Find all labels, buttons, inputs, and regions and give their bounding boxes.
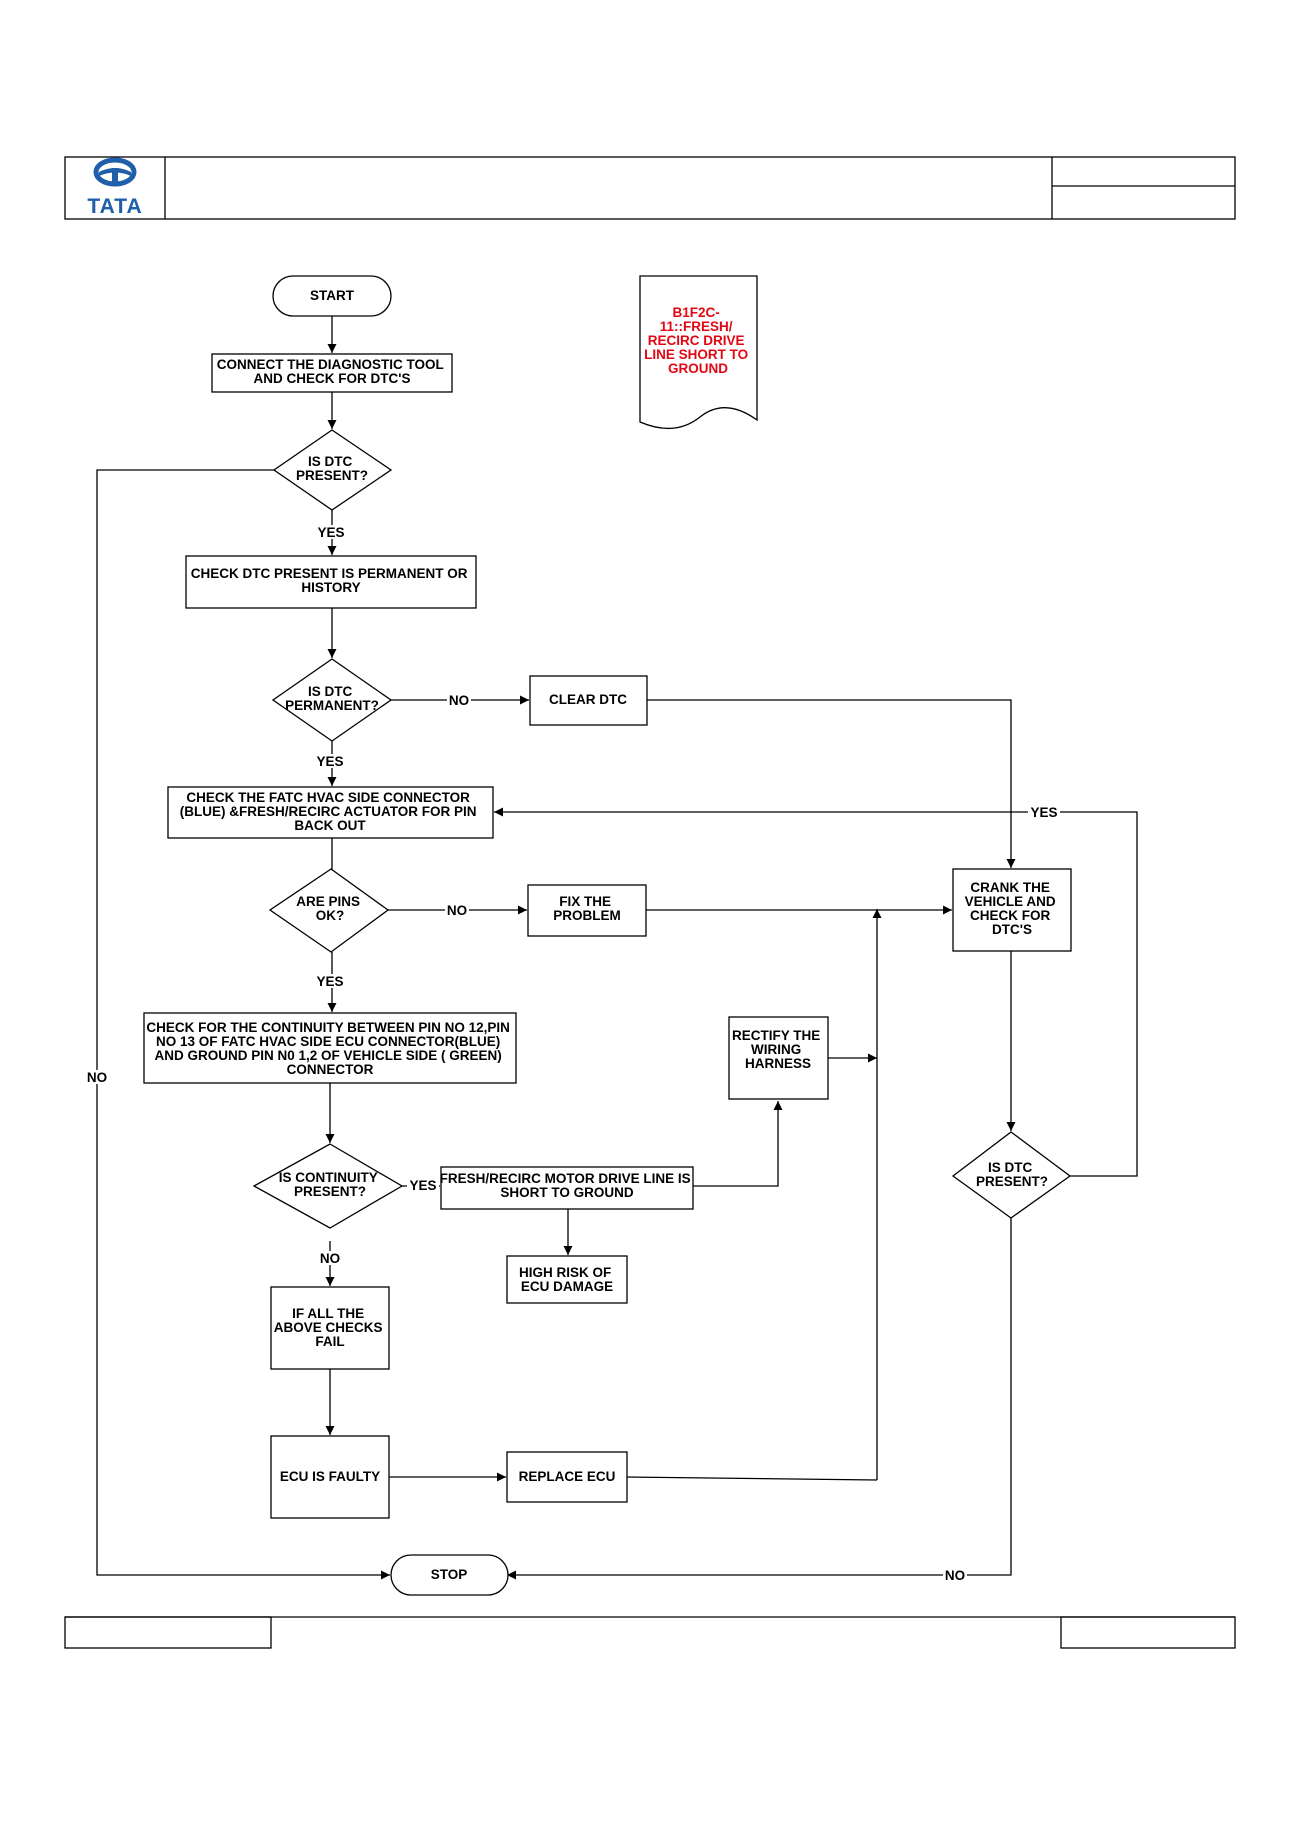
node-short-ground: FRESH/RECIRC MOTOR DRIVE LINE IS SHORT T…: [440, 1166, 695, 1210]
node-start: START: [272, 275, 392, 317]
node-connect-tool: CONNECT THE DIAGNOSTIC TOOL AND CHECK FO…: [211, 353, 453, 393]
node-check-connector: CHECK THE FATC HVAC SIDE CONNECTOR (BLUE…: [167, 786, 494, 839]
edge-labels: YES NO YES YES NO YES NO YES NO NO: [85, 525, 1060, 1583]
svg-text:ECU IS FAULTY: ECU IS FAULTY: [280, 1469, 380, 1484]
svg-text:RECTIFY THE WIRING: RECTIFY THE WIRING HARNESS: [732, 1028, 824, 1071]
dtc-label: B1F2C- 11::FRESH/ RECIRC DRIVE LINE SHOR…: [644, 305, 752, 376]
svg-text:START: START: [310, 288, 355, 303]
svg-text:CRANK THE VEHICLE AND: CRANK THE VEHICLE AND CHECK FOR DTC'S: [965, 880, 1060, 937]
svg-text:IS DTC PERMANENT?: IS DTC PERMANENT?: [285, 684, 379, 713]
svg-text:STOP: STOP: [431, 1567, 468, 1582]
header-frame: [64, 156, 1236, 220]
node-clear-dtc: CLEAR DTC: [529, 675, 648, 726]
svg-text:IF ALL THE ABOVE CHECKS: IF ALL THE ABOVE CHECKS FAIL: [274, 1306, 387, 1349]
node-stop: STOP: [390, 1554, 509, 1596]
svg-text:FRESH/RECIRC MOTOR DRIVE LINE: FRESH/RECIRC MOTOR DRIVE LINE IS SHORT T…: [440, 1171, 695, 1200]
svg-text:CONNECT THE DIAGNOSTIC TOOL: CONNECT THE DIAGNOSTIC TOOL AND CHECK FO…: [217, 357, 448, 386]
node-dtc-present-2: IS DTC PRESENT?: [951, 1131, 1072, 1219]
node-all-checks-fail: IF ALL THE ABOVE CHECKS FAIL: [270, 1286, 390, 1370]
svg-text:CHECK DTC PRESENT IS PERMANEN: CHECK DTC PRESENT IS PERMANENT OR HISTOR…: [191, 566, 472, 595]
node-high-risk: HIGH RISK OF ECU DAMAGE: [506, 1255, 628, 1304]
svg-text:IS DTC PRESENT?: IS DTC PRESENT?: [296, 454, 368, 483]
label-no-stop: NO: [945, 1568, 965, 1583]
node-dtc-permanent: IS DTC PERMANENT?: [271, 658, 393, 742]
label-yes-pins: YES: [316, 974, 343, 989]
tata-logo: TATA: [87, 157, 142, 218]
node-check-permanent: CHECK DTC PRESENT IS PERMANENT OR HISTOR…: [185, 555, 477, 609]
label-yes-continuity: YES: [409, 1178, 436, 1193]
svg-text:IS DTC PRESENT?: IS DTC PRESENT?: [976, 1160, 1048, 1189]
node-crank-vehicle: CRANK THE VEHICLE AND CHECK FOR DTC'S: [952, 868, 1072, 952]
svg-text:FIX THE PROBLEM: FIX THE PROBLEM: [553, 894, 621, 923]
label-yes-permanent: YES: [316, 754, 343, 769]
svg-text:HIGH RISK OF ECU DAMAGE: HIGH RISK OF ECU DAMAGE: [519, 1265, 615, 1294]
label-no-continuity: NO: [320, 1251, 340, 1266]
svg-text:ARE PINS OK?: ARE PINS OK?: [296, 894, 364, 923]
label-no-pins: NO: [447, 903, 467, 918]
node-rectify-harness: RECTIFY THE WIRING HARNESS: [728, 1016, 829, 1100]
node-continuity-present: IS CONTINUITY PRESENT?: [252, 1143, 404, 1229]
node-dtc-present-1: IS DTC PRESENT?: [272, 429, 393, 511]
label-no-permanent: NO: [449, 693, 469, 708]
node-pins-ok: ARE PINS OK?: [268, 868, 390, 953]
node-check-continuity: CHECK FOR THE CONTINUITY BETWEEN PIN NO …: [143, 1012, 517, 1084]
svg-text:REPLACE ECU: REPLACE ECU: [519, 1469, 616, 1484]
label-yes-loop: YES: [1030, 805, 1057, 820]
svg-text:IS CONTINUITY PRESENT?: IS CONTINUITY PRESENT?: [279, 1170, 382, 1199]
label-yes-1: YES: [317, 525, 344, 540]
svg-text:CLEAR DTC: CLEAR DTC: [549, 692, 627, 707]
svg-text:CHECK THE FATC HVAC SIDE CONNE: CHECK THE FATC HVAC SIDE CONNECTOR (BLUE…: [180, 790, 481, 833]
label-no-left: NO: [87, 1070, 107, 1085]
node-replace-ecu: REPLACE ECU: [506, 1451, 628, 1503]
node-fix-problem: FIX THE PROBLEM: [527, 884, 647, 937]
node-ecu-faulty: ECU IS FAULTY: [270, 1435, 390, 1519]
footer-frame: [64, 1616, 1236, 1649]
brand-text: TATA: [87, 195, 142, 218]
dtc-document-shape: [639, 275, 758, 430]
svg-text:CHECK FOR THE CONTINUITY BETWE: CHECK FOR THE CONTINUITY BETWEEN PIN NO …: [146, 1020, 513, 1077]
